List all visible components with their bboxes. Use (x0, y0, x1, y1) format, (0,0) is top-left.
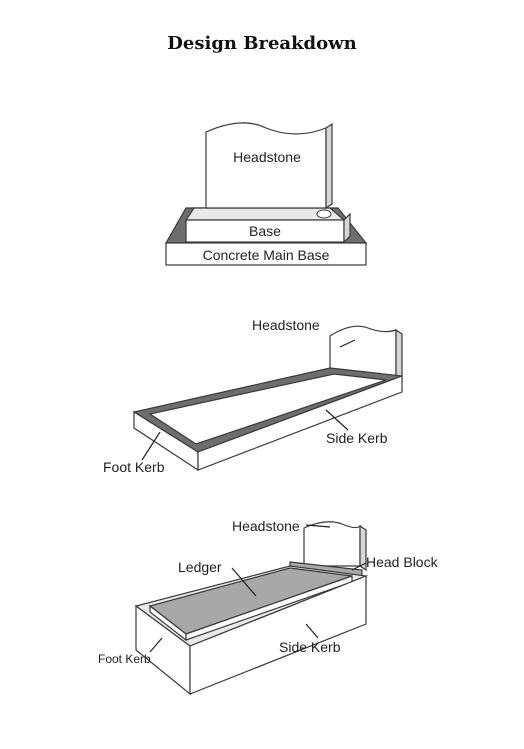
leader-headstone-3 (305, 524, 331, 528)
headstone-3 (303, 521, 361, 567)
leader-side-kerb-3 (305, 623, 319, 639)
label-base: Base (249, 223, 281, 239)
kerb-inner-opening (148, 373, 387, 445)
label-headstone-3: Headstone (232, 518, 300, 534)
label-headstone-1: Headstone (233, 149, 301, 165)
leader-foot-kerb-2 (141, 431, 161, 461)
label-side-kerb-3: Side Kerb (279, 639, 341, 655)
base-side (343, 212, 351, 244)
label-foot-kerb-3: Foot Kerb (98, 652, 151, 666)
label-head-block: Head Block (366, 554, 439, 570)
label-ledger: Ledger (178, 559, 222, 575)
leader-ledger (231, 567, 257, 597)
leader-headstone-2 (339, 339, 356, 348)
diagram-headstone-base: Headstone Base Concrete Main Base (164, 122, 368, 266)
leader-head-block (351, 562, 367, 571)
vase-hole-icon (316, 209, 332, 219)
label-side-kerb-2: Side Kerb (326, 430, 388, 446)
diagram-ledger-set: Headstone Ledger Head Block Side Kerb Fo… (98, 518, 439, 696)
page-title: Design Breakdown (167, 33, 357, 54)
headstone-1 (205, 122, 327, 209)
leader-foot-kerb-3 (149, 637, 163, 653)
label-foot-kerb-2: Foot Kerb (103, 459, 165, 475)
main-base-front (165, 242, 367, 266)
leader-side-kerb-2 (325, 409, 349, 431)
headstone-3-side (359, 524, 367, 572)
headstone-1-side (325, 122, 333, 210)
diagram-kerb-set: Headstone Side Kerb Foot Kerb (103, 317, 403, 475)
side-kerb-front (197, 375, 403, 471)
headstone-2-side (395, 328, 403, 384)
side-kerb-front-3 (189, 575, 367, 695)
label-headstone-2: Headstone (252, 317, 320, 333)
label-main-base: Concrete Main Base (203, 247, 330, 263)
